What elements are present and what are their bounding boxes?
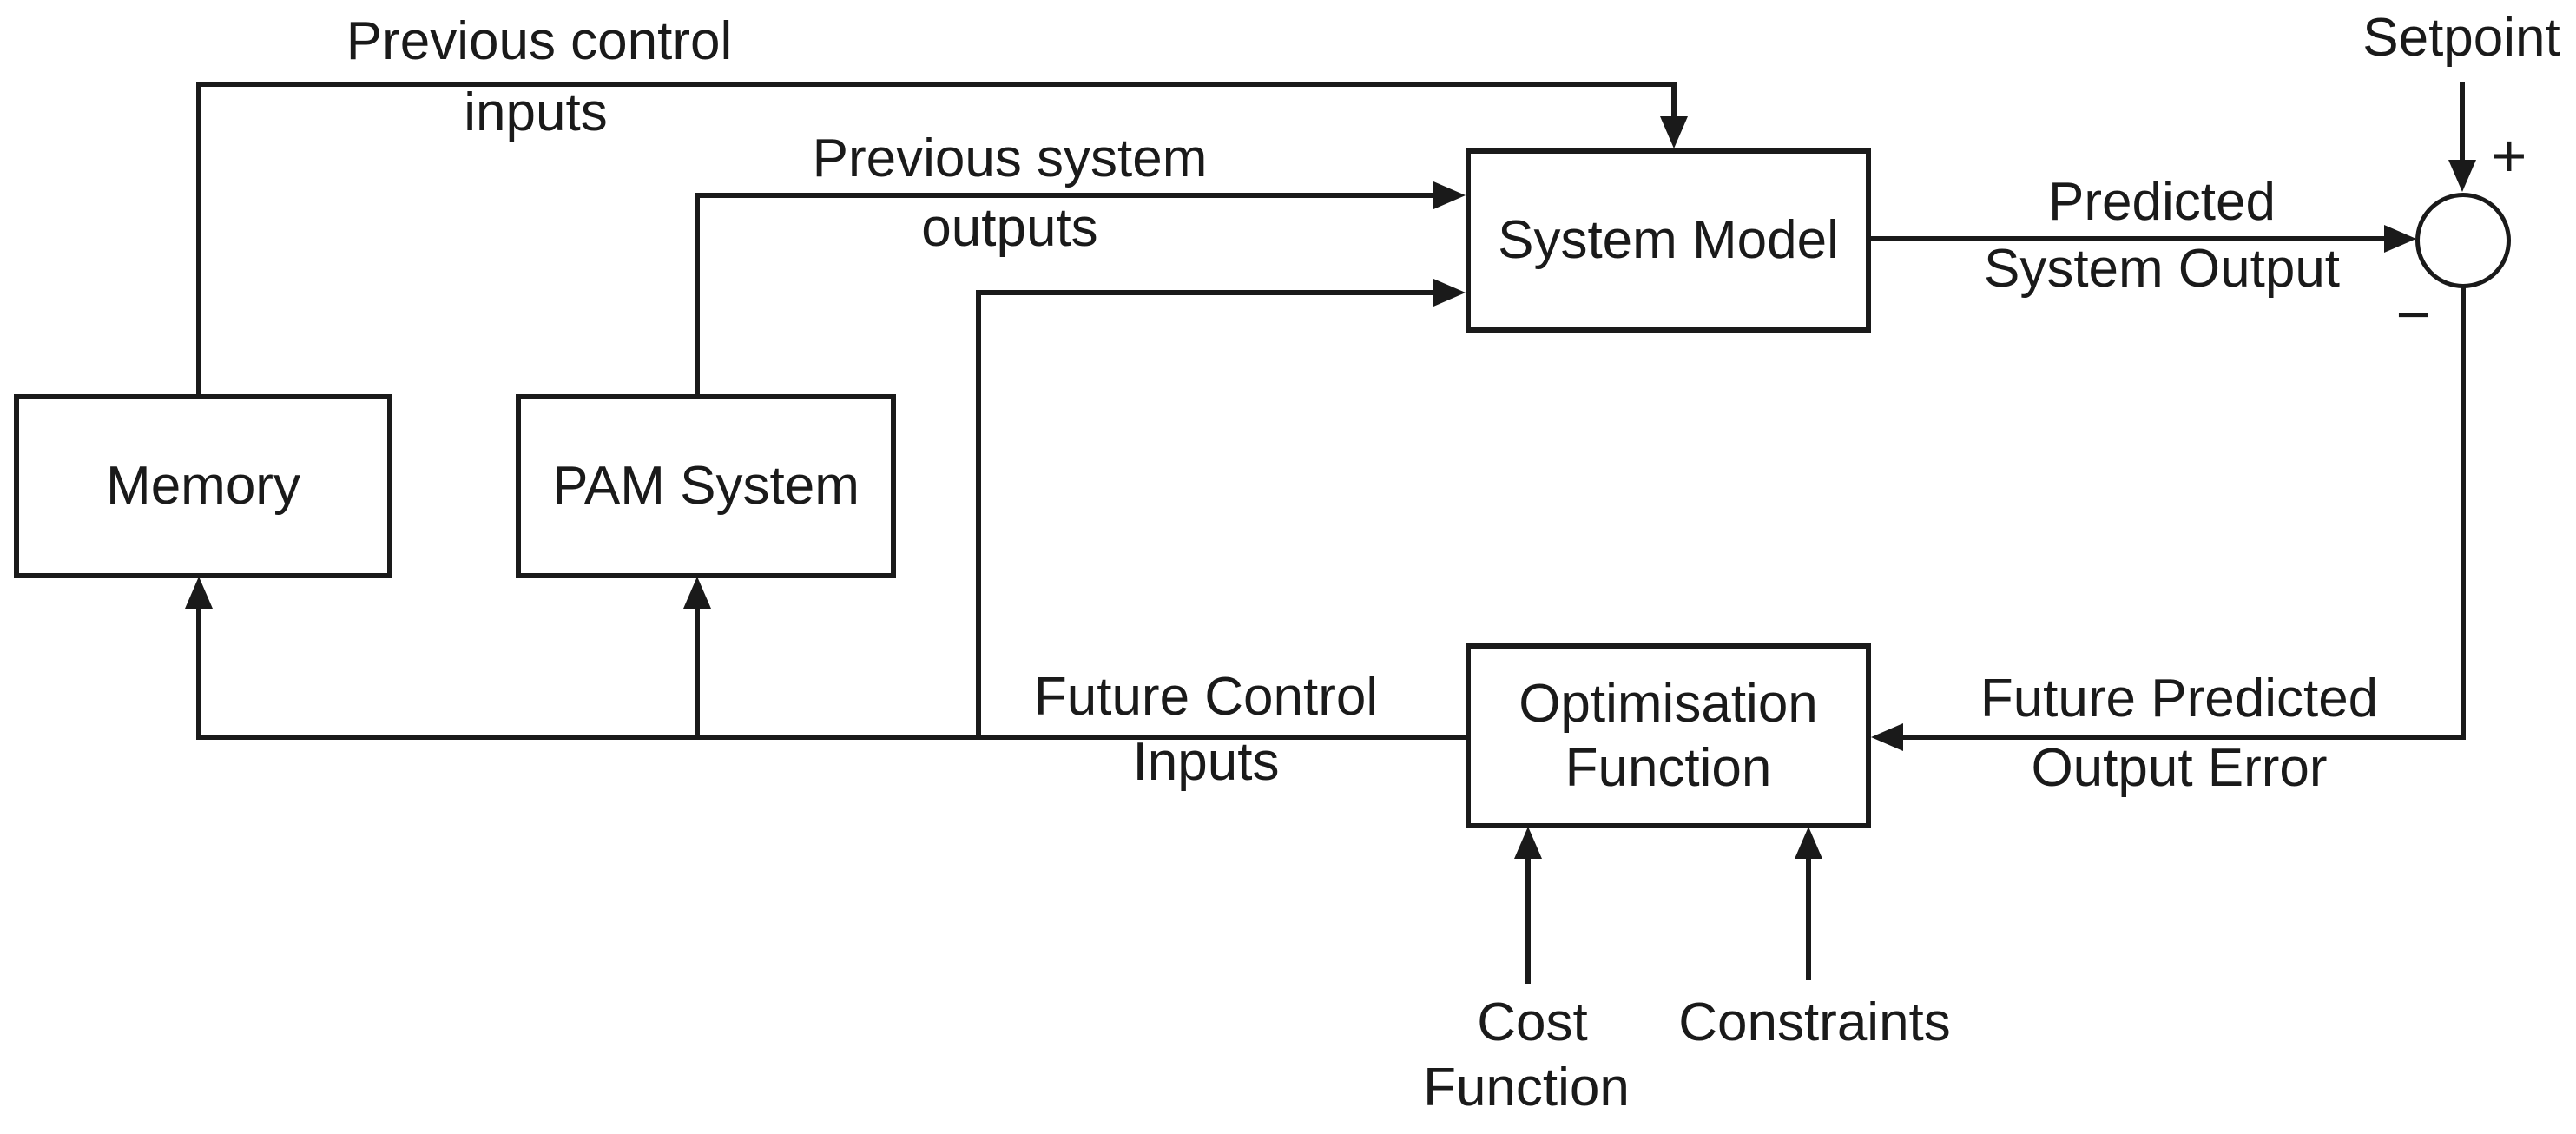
pam-system-box-label: PAM System (552, 456, 860, 516)
previous-control-inputs-label-line2: inputs (464, 82, 608, 142)
pam-system-box: PAM System (516, 394, 896, 578)
arrowhead-into-pam-bottom (683, 577, 711, 609)
future-control-inputs-label-line2: Inputs (1132, 732, 1280, 792)
minus-sign: − (2395, 280, 2432, 348)
wire-setpoint (2460, 82, 2465, 163)
wire-memory-to-top (196, 82, 201, 394)
arrowhead-cost-function (1514, 827, 1542, 859)
arrowhead-into-memory-bottom (185, 577, 213, 609)
predicted-system-output-label-line1: Predicted (2048, 172, 2276, 232)
plus-sign: + (2491, 122, 2527, 189)
wire-pam-to-up (695, 193, 700, 394)
future-predicted-output-error-label-line1: Future Predicted (1980, 669, 2379, 729)
optimisation-function-box-label-line1: Optimisation (1519, 673, 1818, 734)
wire-cost-function (1525, 858, 1531, 984)
wire-previous-system-outputs (695, 193, 1437, 198)
optimisation-function-box-label-line2: Function (1565, 737, 1772, 798)
previous-control-inputs-label-line1: Previous control (346, 11, 733, 71)
arrowhead-into-sum-top (2448, 160, 2476, 192)
arrowhead-into-system-model-input1 (1433, 181, 1466, 209)
summing-junction-circle (2415, 193, 2511, 288)
memory-box-label: Memory (106, 456, 300, 516)
wire-constraints (1806, 858, 1811, 980)
arrowhead-into-system-model-top (1660, 116, 1688, 148)
arrowhead-into-sum-left (2384, 225, 2416, 253)
system-model-box-label: System Model (1498, 210, 1839, 270)
constraints-label: Constraints (1678, 992, 1951, 1052)
previous-system-outputs-label-line2: outputs (921, 198, 1098, 258)
wire-up-to-memory (196, 608, 201, 740)
memory-box: Memory (14, 394, 392, 578)
future-predicted-output-error-label-line2: Output Error (2031, 738, 2328, 798)
setpoint-label: Setpoint (2362, 8, 2560, 68)
wire-previous-control-inputs (196, 82, 1677, 87)
wire-error-down (2461, 287, 2466, 740)
wire-predicted-system-output (1871, 236, 2388, 241)
arrowhead-constraints (1795, 827, 1822, 859)
system-model-box: System Model (1466, 148, 1871, 333)
arrowhead-into-optimisation-right (1871, 723, 1903, 751)
wire-into-system-model-input2 (976, 290, 1437, 295)
previous-system-outputs-label-line1: Previous system (812, 129, 1208, 188)
predicted-system-output-label-line2: System Output (1983, 239, 2341, 299)
wire-branch-up-to-system-model (976, 290, 981, 740)
wire-drop-into-system-model (1671, 82, 1677, 122)
future-control-inputs-label-line1: Future Control (1033, 667, 1379, 727)
wire-future-predicted-output-error (1903, 735, 2466, 740)
wire-up-to-pam (695, 608, 700, 740)
cost-function-label-line1: Cost (1477, 992, 1588, 1052)
optimisation-function-box: Optimisation Function (1466, 643, 1871, 828)
cost-function-label-line2: Function (1423, 1058, 1630, 1118)
arrowhead-into-system-model-input2 (1433, 279, 1466, 307)
wire-future-control-inputs (196, 735, 1466, 740)
